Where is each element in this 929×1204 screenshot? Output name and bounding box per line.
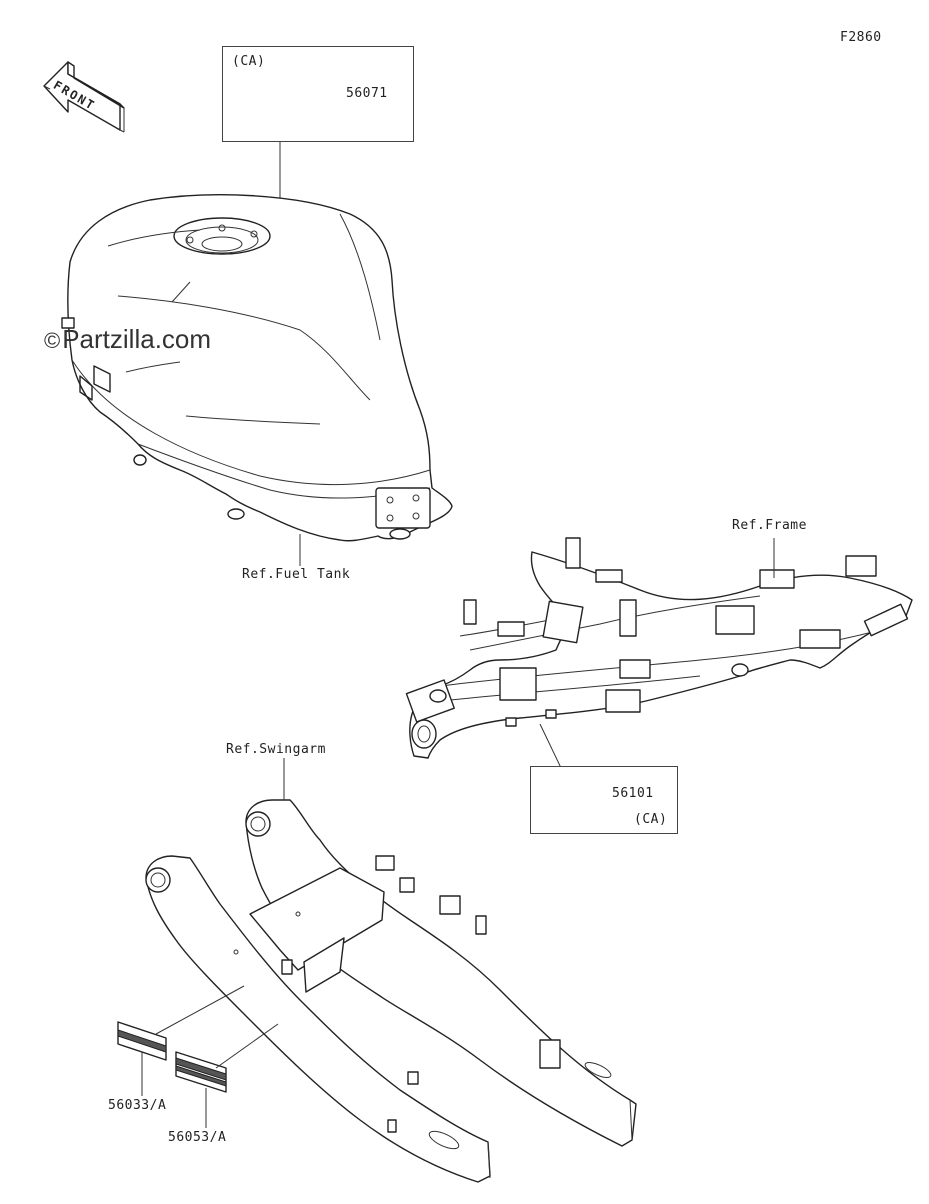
fuel-tank xyxy=(61,194,453,542)
swingarm xyxy=(145,799,637,1183)
frame-reference: Ref.Frame xyxy=(732,518,807,533)
frame-box-region: (CA) xyxy=(634,812,668,827)
tank-box-region: (CA) xyxy=(232,54,266,69)
watermark: ©Partzilla.com xyxy=(44,324,212,354)
frame-label-leader xyxy=(539,723,563,771)
label-56053 xyxy=(175,1051,227,1093)
leader-56053-up xyxy=(215,1023,279,1069)
front-arrow-icon xyxy=(43,61,125,133)
fuel-tank-reference: Ref.Fuel Tank xyxy=(242,567,351,582)
part-number-56071: 56071 xyxy=(346,86,388,101)
figure-code: F2860 xyxy=(840,30,882,45)
part-number-56053: 56053/A xyxy=(168,1130,227,1145)
tank-callout-box xyxy=(222,46,414,142)
label-56033 xyxy=(117,1021,167,1061)
swingarm-reference: Ref.Swingarm xyxy=(226,742,326,757)
frame xyxy=(405,537,913,759)
leader-56033-up xyxy=(155,985,245,1035)
part-number-56033: 56033/A xyxy=(108,1098,167,1113)
frame-callout-box xyxy=(530,766,678,834)
part-number-56101: 56101 xyxy=(612,786,654,801)
